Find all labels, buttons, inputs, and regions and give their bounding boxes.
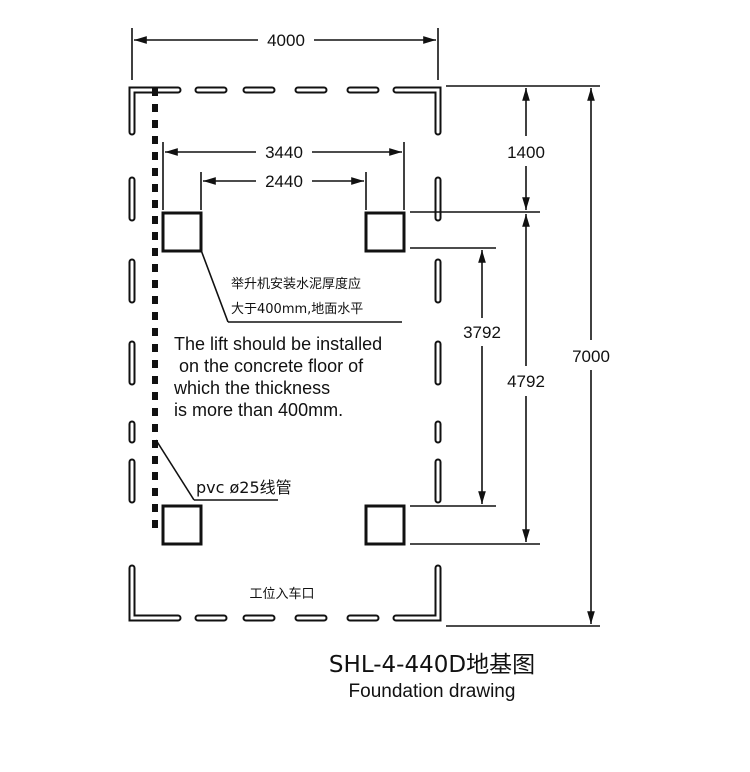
- post-top-right: [364, 211, 406, 253]
- concrete-note-cn-line2: 大于400mm,地面水平: [231, 302, 363, 317]
- dim-width-outer: [131, 28, 439, 80]
- dim-length-inner-label: 3792: [463, 323, 501, 342]
- concrete-note-cn-line1: 举升机安装水泥厚度应: [231, 276, 361, 292]
- dim-length-total-label: 7000: [572, 347, 610, 366]
- bay-boundary: [128, 86, 442, 622]
- post-bottom-left: [161, 504, 203, 546]
- concrete-note-en-line3: which the thickness: [173, 378, 330, 398]
- dim-width-inner-label: 2440: [265, 172, 303, 191]
- extension-lines-right: [410, 85, 600, 627]
- dim-width-posts-label: 3440: [265, 143, 303, 162]
- post-bottom-right: [364, 504, 406, 546]
- pvc-note-leader: [155, 439, 278, 501]
- vehicle-entry-label: 工位入车口: [249, 586, 314, 602]
- pvc-note: pvc ø25线管: [196, 478, 292, 497]
- dim-length-posts-label: 4792: [507, 372, 545, 391]
- dim-width-inner: [200, 172, 367, 210]
- concrete-note-leader: [200, 249, 402, 323]
- dim-width-posts: [162, 142, 405, 210]
- drawing-subtitle: Foundation drawing: [349, 681, 516, 702]
- concrete-note-en-line1: The lift should be installed: [174, 334, 382, 354]
- concrete-note-en-line4: is more than 400mm.: [174, 400, 343, 420]
- pvc-conduit-line: [152, 88, 158, 528]
- drawing-title: SHL-4-440D地基图: [329, 652, 535, 678]
- post-top-left: [161, 211, 203, 253]
- concrete-note-en-line2: on the concrete floor of: [174, 356, 364, 376]
- dim-width-outer-label: 4000: [267, 31, 305, 50]
- dim-top-offset-label: 1400: [507, 143, 545, 162]
